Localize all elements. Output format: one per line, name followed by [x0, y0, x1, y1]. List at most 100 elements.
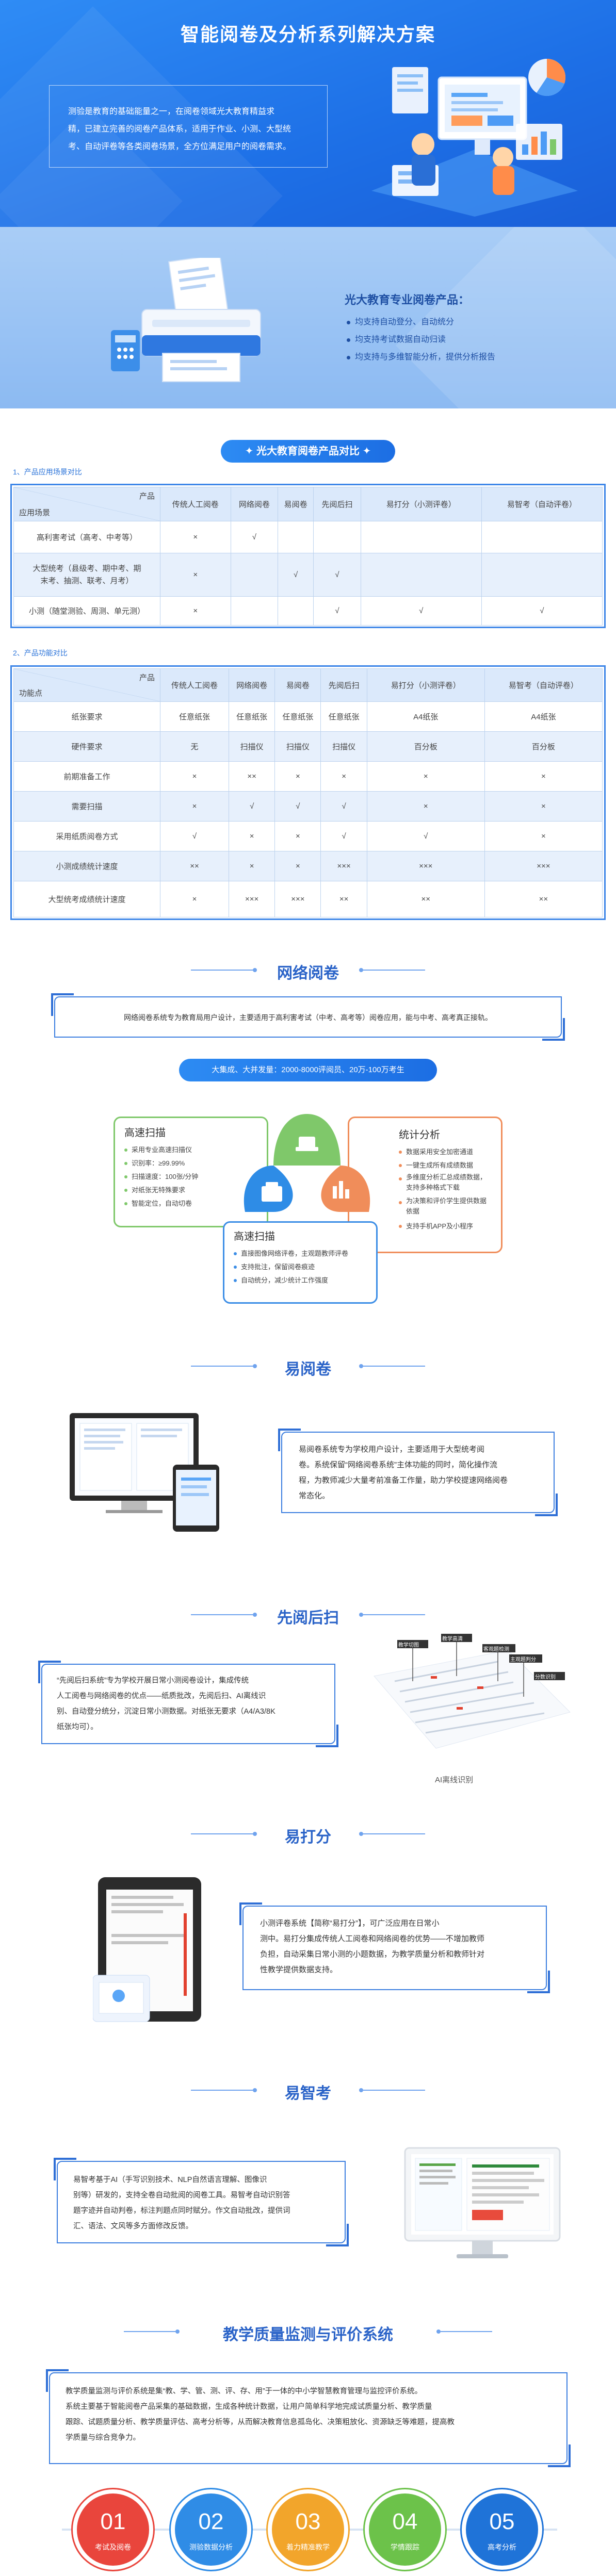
first-desc-line: 纸张均可）。 — [57, 1723, 98, 1731]
marking-card: 高速扫描 直接图像网络评卷，主观题教师评卷 支持批注，保留阅卷痕迹 自动统分，减… — [223, 1221, 378, 1304]
table-cell: √ — [274, 791, 321, 822]
column-header: 先阅后扫 — [320, 668, 367, 702]
first-desc-line: “先阅后扫系统”专为学校开展日常小测阅卷设计，集成传统 — [57, 1677, 249, 1685]
page-title: 智能阅卷及分析系列解决方案 — [180, 24, 435, 45]
table-cell: × — [274, 851, 321, 881]
table-cell — [481, 553, 603, 597]
heading-line — [363, 1614, 425, 1615]
column-header: 传统人工阅卷 — [160, 487, 231, 521]
table-row: 硬件要求 无 扫描仪 扫描仪 扫描仪 百分板 百分板 — [13, 731, 603, 762]
table-cell: 百分板 — [484, 731, 603, 762]
heading-dot — [253, 2088, 257, 2092]
heading-dot — [175, 2329, 180, 2334]
smart-desc-line: 别等）研发的，支持全卷自动批阅的阅卷工具。易智考自动识别答 — [73, 2191, 290, 2200]
table-cell: ×× — [484, 881, 603, 917]
tag-label: 教学切图 — [398, 1643, 419, 1648]
column-header: 网络阅卷 — [229, 668, 275, 702]
card-item: 一键生成所有成绩数据 — [399, 1159, 492, 1172]
first-desc-box: “先阅后扫系统”专为学校开展日常小测阅卷设计，集成传统 人工阅卷与网络阅卷的优点… — [38, 1661, 338, 1747]
easy-heading: 易阅卷 — [285, 1361, 331, 1378]
table2-label: 2、产品功能对比 — [13, 649, 68, 657]
table-cell: ×× — [229, 761, 275, 792]
table-cell: √ — [313, 553, 361, 597]
quality-desc-line: 跟踪、试题质量分析、教学质量评估、高考分析等，从而解决教育信息孤岛化、决策粗放化… — [66, 2418, 455, 2426]
heading-line — [191, 1614, 253, 1615]
process-step-1: 01 考试及阅卷 — [77, 2493, 149, 2566]
heading-line — [191, 1833, 253, 1834]
score-desc-line: 小测评卷系统【简称“易打分”】，可广泛应用在日常小 — [260, 1919, 440, 1928]
table-row: 小测（随堂测验、周测、单元测） × √ √ √ — [13, 596, 603, 626]
heading-dot — [253, 1613, 257, 1617]
score-desc-line: 负担，自动采集日常小测的小题数据，为教学质量分析和教师针对 — [260, 1950, 485, 1959]
heading-line — [441, 2331, 492, 2332]
first-desc-line: 别、自动登分统分，沉淀日常小测数据。对纸张无要求（A4/A3/8K — [57, 1708, 275, 1716]
heading-line — [363, 1366, 425, 1367]
network-heading: 网络阅卷 — [277, 965, 339, 982]
table-row: 小测成绩统计速度 ×× × × ××× ××× ××× — [13, 851, 603, 881]
column-header: 易智考（自动评卷） — [481, 487, 603, 521]
process-step-2: 02 测验数据分析 — [175, 2493, 247, 2566]
first-desc-line: 人工阅卷与网络阅卷的优点——纸质批改，先阅后扫、AI离线识 — [57, 1692, 266, 1700]
hero-illustration — [371, 58, 578, 217]
row-label: 硬件要求 — [13, 731, 160, 762]
heading-line — [191, 2090, 253, 2091]
table1-label: 1、产品应用场景对比 — [13, 468, 82, 476]
features-item: 均支持自动登分、自动统分 — [346, 314, 495, 331]
table-cell: 任意纸张 — [229, 701, 275, 732]
heading-dot — [253, 1364, 257, 1368]
table-cell: √ — [159, 821, 230, 851]
step-label: 高考分析 — [488, 2543, 516, 2551]
table-row: 大型统考成绩统计速度 × ××× ××× ×× ×× ×× — [13, 881, 603, 917]
card-item: 采用专业高速扫描仪 — [124, 1143, 257, 1157]
tag-label: 主观题判分 — [510, 1657, 536, 1663]
step-number: 04 — [392, 2509, 418, 2534]
table-cell: × — [159, 791, 230, 822]
column-header: 网络阅卷 — [230, 487, 279, 521]
table-cell: √ — [481, 596, 603, 626]
heading-line — [191, 970, 253, 971]
quality-desc-box: 教学质量监测与评价系统是集“教、学、管、测、评、存、用”于一体的中小学智慧教育管… — [46, 2369, 571, 2467]
table-cell: A4纸张 — [366, 701, 485, 732]
card-item: 对纸张无特殊要求 — [124, 1184, 257, 1197]
table-cell — [360, 553, 482, 597]
scenario-table: 产品 应用场景 传统人工阅卷 网络阅卷 易阅卷 先阅后扫 易打分（小测评卷） 易… — [13, 487, 603, 626]
compare-pill-label: 光大教育阅卷产品对比 — [256, 446, 360, 457]
table-row: 采用纸质阅卷方式 √ × × √ √ × — [13, 821, 603, 851]
row-label: 前期准备工作 — [13, 761, 160, 792]
network-petals — [244, 1114, 370, 1212]
table-row: 前期准备工作 × ×× × × × × — [13, 761, 603, 792]
smart-monitor-illustration — [404, 2147, 561, 2258]
step-number: 02 — [198, 2509, 224, 2534]
table-cell: ××× — [484, 851, 603, 881]
heading-line — [363, 2090, 425, 2091]
heading-line — [363, 1833, 425, 1834]
smart-desc-line: 汇、语法、文风等多方面修改反馈。 — [73, 2222, 193, 2230]
tag-label: 教学高清 — [442, 1636, 463, 1642]
heading-dot — [359, 2088, 363, 2092]
score-desc-line: 性教学提供数据支持。 — [260, 1965, 338, 1974]
step-label: 考试及阅卷 — [95, 2543, 131, 2551]
table-cell: √ — [360, 596, 482, 626]
table-cell — [230, 596, 279, 626]
heading-dot — [359, 968, 363, 972]
easy-desc-box: 易阅卷系统专为学校用户设计，主要适用于大型统考阅 卷。系统保留“网络阅卷系统”主… — [278, 1429, 558, 1516]
features-item: 均支持考试数据自动归读 — [346, 331, 495, 349]
corner-bottom-label: 应用场景 — [19, 508, 51, 517]
corner-top-label: 产品 — [139, 492, 155, 501]
table-row: 高利害考试（高考、中考等） × √ — [13, 521, 603, 553]
table-cell: × — [160, 521, 231, 553]
table-cell — [313, 521, 361, 553]
hero-intro-line: 考、自动评卷等各类阅卷场景，全方位满足用户的阅卷需求。 — [68, 142, 291, 151]
table-cell: A4纸张 — [484, 701, 603, 732]
table-cell: × — [229, 821, 275, 851]
easy-desc-line: 程，为教师减少大量考前准备工作量，助力学校提速网络阅卷 — [299, 1476, 508, 1485]
table-cell: 任意纸张 — [274, 701, 321, 732]
step-label: 学情跟踪 — [391, 2543, 419, 2551]
easy-desc-line: 易阅卷系统专为学校用户设计，主要适用于大型统考阅 — [299, 1445, 485, 1454]
heading-dot — [359, 1364, 363, 1368]
table-cell: × — [484, 791, 603, 822]
card-item: 智能定位，自动切卷 — [124, 1197, 257, 1210]
heading-dot — [436, 2329, 441, 2334]
features-banner: 光大教育专业阅卷产品： 均支持自动登分、自动统分 均支持考试数据自动归读 均支持… — [0, 227, 616, 408]
column-header: 易阅卷 — [274, 668, 321, 702]
